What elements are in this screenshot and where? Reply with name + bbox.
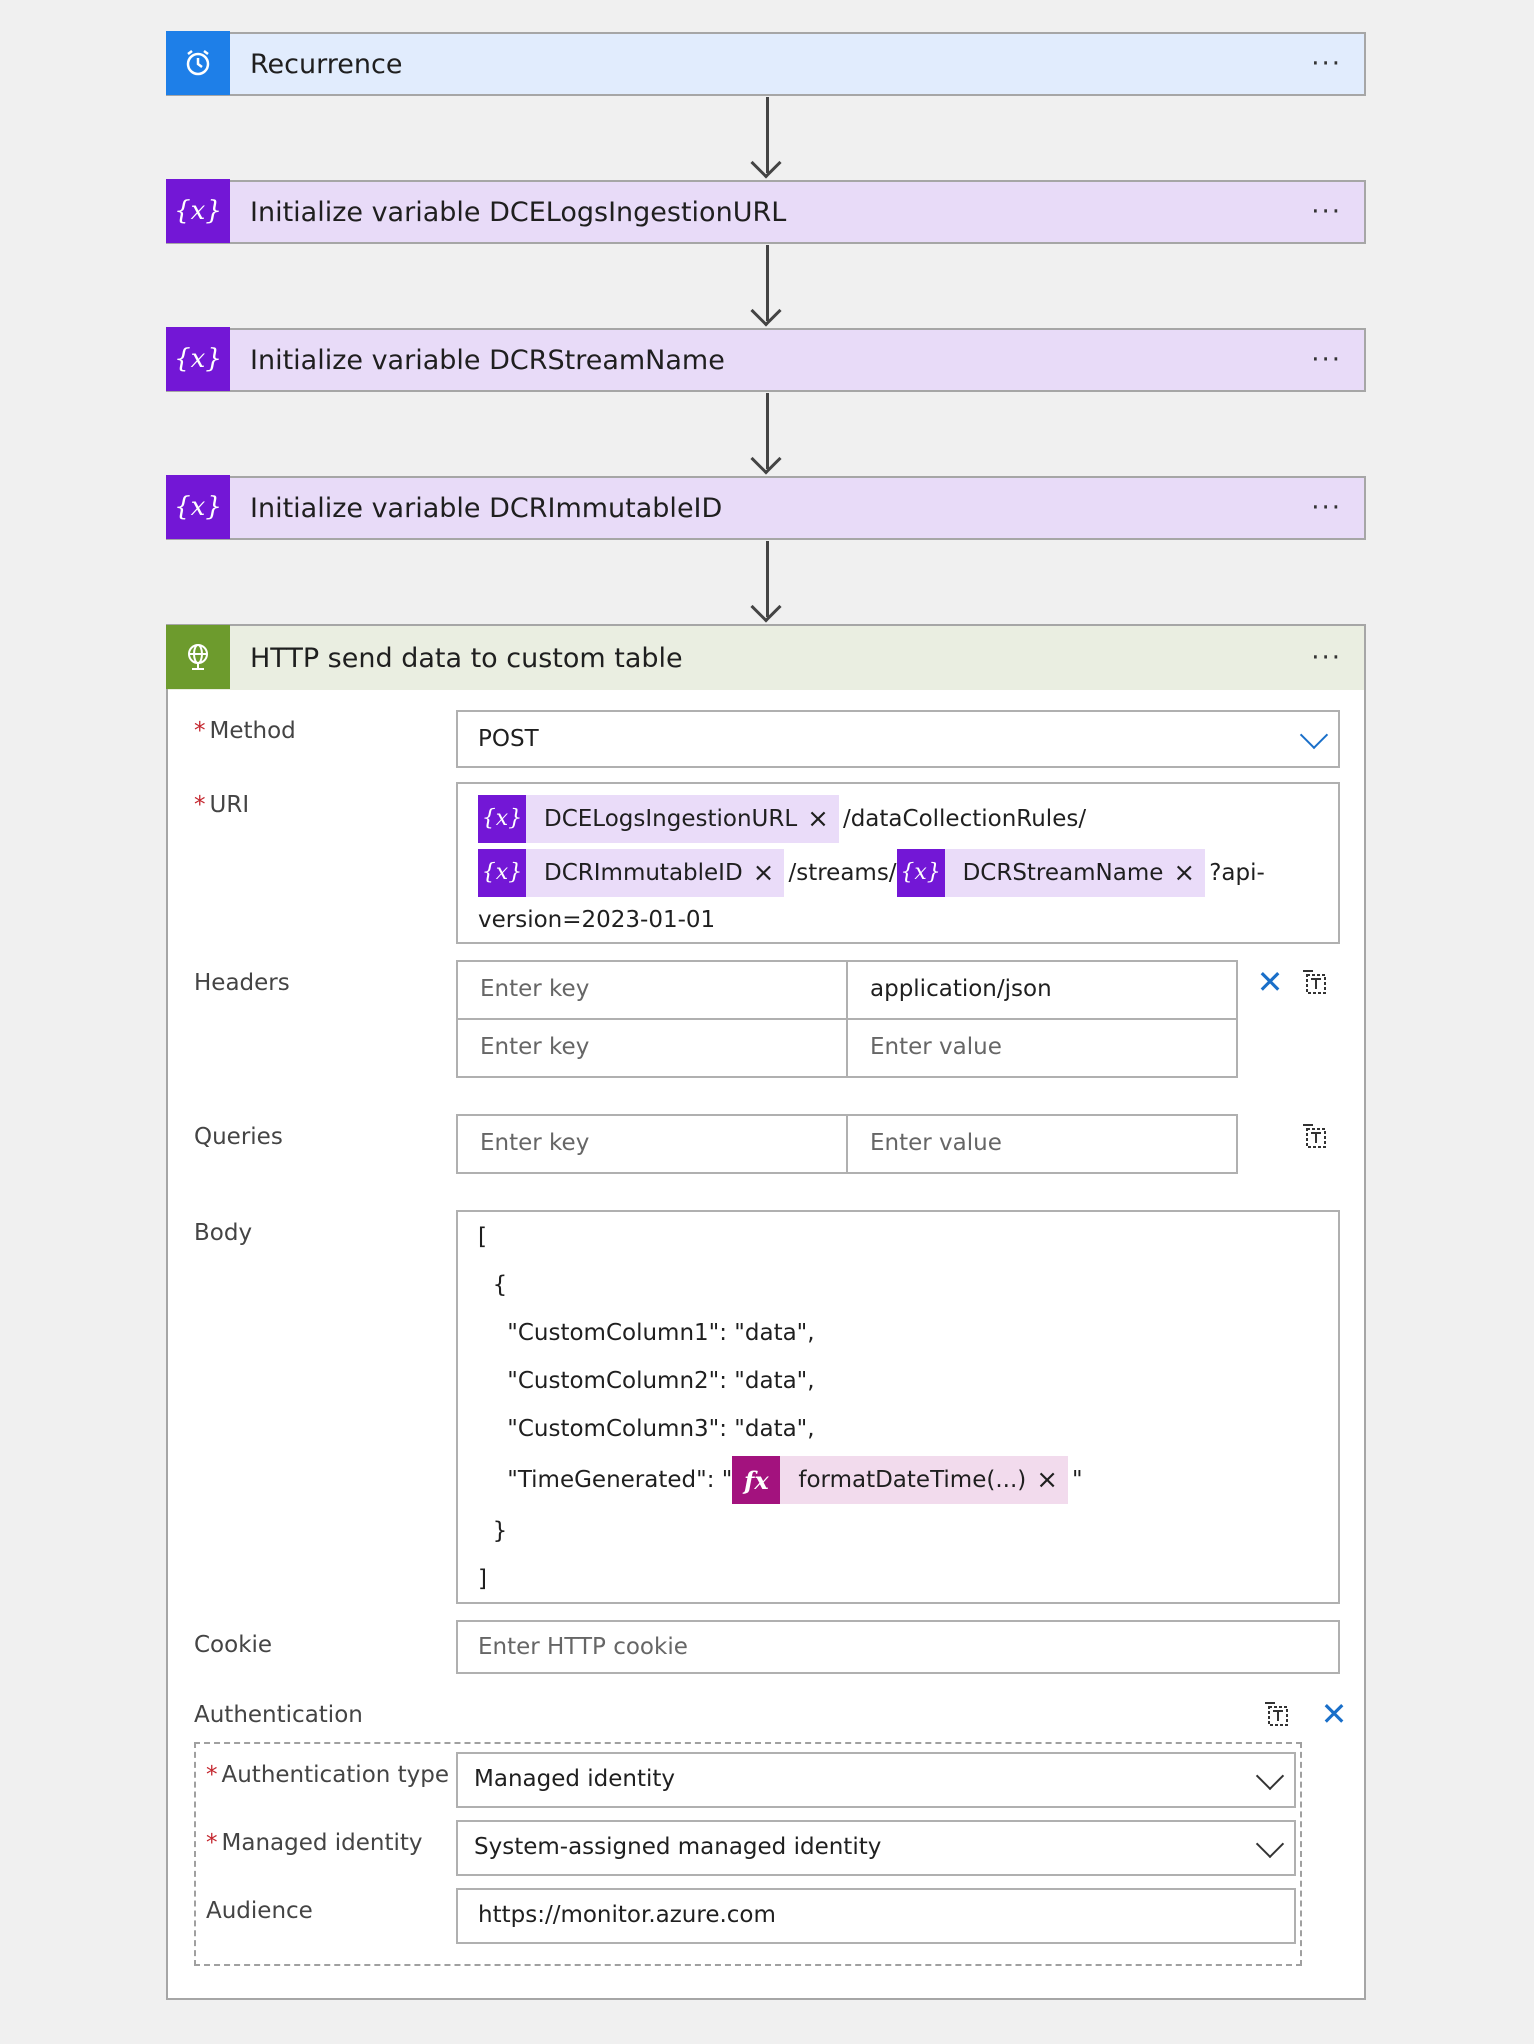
cookie-label: Cookie bbox=[194, 1632, 273, 1658]
header-value-input[interactable]: Enter value bbox=[846, 1018, 1238, 1078]
audience-input[interactable]: https://monitor.azure.com bbox=[456, 1888, 1296, 1944]
variable-icon: {x} bbox=[166, 327, 230, 391]
headers-label: Headers bbox=[194, 970, 290, 996]
more-options-button[interactable]: ··· bbox=[1311, 493, 1342, 523]
query-value-input[interactable]: Enter value bbox=[846, 1114, 1238, 1174]
authentication-type-dropdown[interactable]: Managed identity bbox=[456, 1752, 1296, 1808]
step-title: HTTP send data to custom table bbox=[250, 642, 683, 674]
function-icon: fx bbox=[732, 1456, 781, 1504]
init-variable-step[interactable]: {x} Initialize variable DCELogsIngestion… bbox=[166, 179, 1366, 244]
flow-arrowhead bbox=[750, 591, 782, 623]
flow-arrowhead bbox=[750, 443, 782, 475]
header-key-input[interactable]: Enter key bbox=[456, 960, 848, 1020]
variable-token[interactable]: {x}DCRImmutableID× bbox=[478, 849, 785, 897]
audience-label: Audience bbox=[206, 1898, 313, 1924]
variable-token[interactable]: {x}DCRStreamName× bbox=[896, 849, 1206, 897]
uri-input[interactable]: {x}DCELogsIngestionURL× /dataCollectionR… bbox=[456, 782, 1340, 944]
variable-token[interactable]: {x}DCELogsIngestionURL× bbox=[478, 795, 839, 843]
header-value-input[interactable]: application/json bbox=[846, 960, 1238, 1020]
authentication-label: Authentication bbox=[194, 1702, 363, 1728]
variable-icon: {x} bbox=[478, 849, 526, 897]
flow-arrowhead bbox=[750, 295, 782, 327]
managed-identity-label: *Managed identity bbox=[206, 1830, 423, 1856]
header-key-input[interactable]: Enter key bbox=[456, 1018, 848, 1078]
uri-label: *URI bbox=[194, 792, 250, 818]
init-variable-step[interactable]: {x} Initialize variable DCRImmutableID ·… bbox=[166, 475, 1366, 540]
step-title: Recurrence bbox=[250, 48, 403, 80]
init-variable-step[interactable]: {x} Initialize variable DCRStreamName ··… bbox=[166, 327, 1366, 392]
http-action-card[interactable]: HTTP send data to custom table ··· *Meth… bbox=[166, 624, 1366, 2000]
remove-token-icon[interactable]: × bbox=[752, 858, 775, 888]
chevron-down-icon bbox=[1255, 1829, 1285, 1859]
authentication-section: *Authentication type Managed identity *M… bbox=[194, 1742, 1302, 1966]
alarm-clock-icon bbox=[166, 31, 230, 95]
close-icon[interactable]: ✕ bbox=[1320, 1695, 1348, 1733]
step-title: Initialize variable DCRImmutableID bbox=[250, 492, 723, 524]
flow-arrowhead bbox=[750, 147, 782, 179]
remove-token-icon[interactable]: × bbox=[1036, 1465, 1059, 1495]
variable-icon: {x} bbox=[166, 475, 230, 539]
more-options-button[interactable]: ··· bbox=[1311, 49, 1342, 79]
more-options-button[interactable]: ··· bbox=[1311, 197, 1342, 227]
more-options-button[interactable]: ··· bbox=[1311, 345, 1342, 375]
body-editor[interactable]: [ { "CustomColumn1": "data", "CustomColu… bbox=[456, 1210, 1340, 1604]
flow-connector bbox=[766, 393, 769, 469]
step-title: Initialize variable DCRStreamName bbox=[250, 344, 725, 376]
more-options-button[interactable]: ··· bbox=[1311, 643, 1342, 673]
variable-icon: {x} bbox=[896, 849, 945, 897]
cookie-input[interactable]: Enter HTTP cookie bbox=[456, 1620, 1340, 1674]
queries-label: Queries bbox=[194, 1124, 283, 1150]
switch-to-text-mode-icon[interactable] bbox=[1296, 962, 1336, 1002]
method-dropdown[interactable]: POST bbox=[456, 710, 1340, 768]
method-value: POST bbox=[478, 726, 539, 752]
variable-icon: {x} bbox=[478, 795, 526, 843]
globe-icon bbox=[166, 625, 230, 689]
chevron-down-icon bbox=[1299, 720, 1329, 750]
flow-connector bbox=[766, 97, 769, 173]
flow-connector bbox=[766, 541, 769, 617]
managed-identity-dropdown[interactable]: System-assigned managed identity bbox=[456, 1820, 1296, 1876]
remove-token-icon[interactable]: × bbox=[1173, 858, 1196, 888]
http-action-header[interactable]: HTTP send data to custom table ··· bbox=[166, 625, 1364, 690]
step-title: Initialize variable DCELogsIngestionURL bbox=[250, 196, 787, 228]
switch-to-text-mode-icon[interactable] bbox=[1296, 1116, 1336, 1156]
variable-icon: {x} bbox=[166, 179, 230, 243]
method-label: *Method bbox=[194, 718, 296, 744]
flow-connector bbox=[766, 245, 769, 321]
recurrence-step[interactable]: Recurrence ··· bbox=[166, 31, 1366, 96]
close-icon[interactable]: ✕ bbox=[1256, 963, 1284, 1001]
chevron-down-icon bbox=[1255, 1761, 1285, 1791]
remove-token-icon[interactable]: × bbox=[807, 804, 829, 834]
switch-to-text-mode-icon[interactable] bbox=[1258, 1694, 1298, 1734]
authentication-type-label: *Authentication type bbox=[206, 1762, 450, 1788]
body-label: Body bbox=[194, 1220, 253, 1246]
query-key-input[interactable]: Enter key bbox=[456, 1114, 848, 1174]
